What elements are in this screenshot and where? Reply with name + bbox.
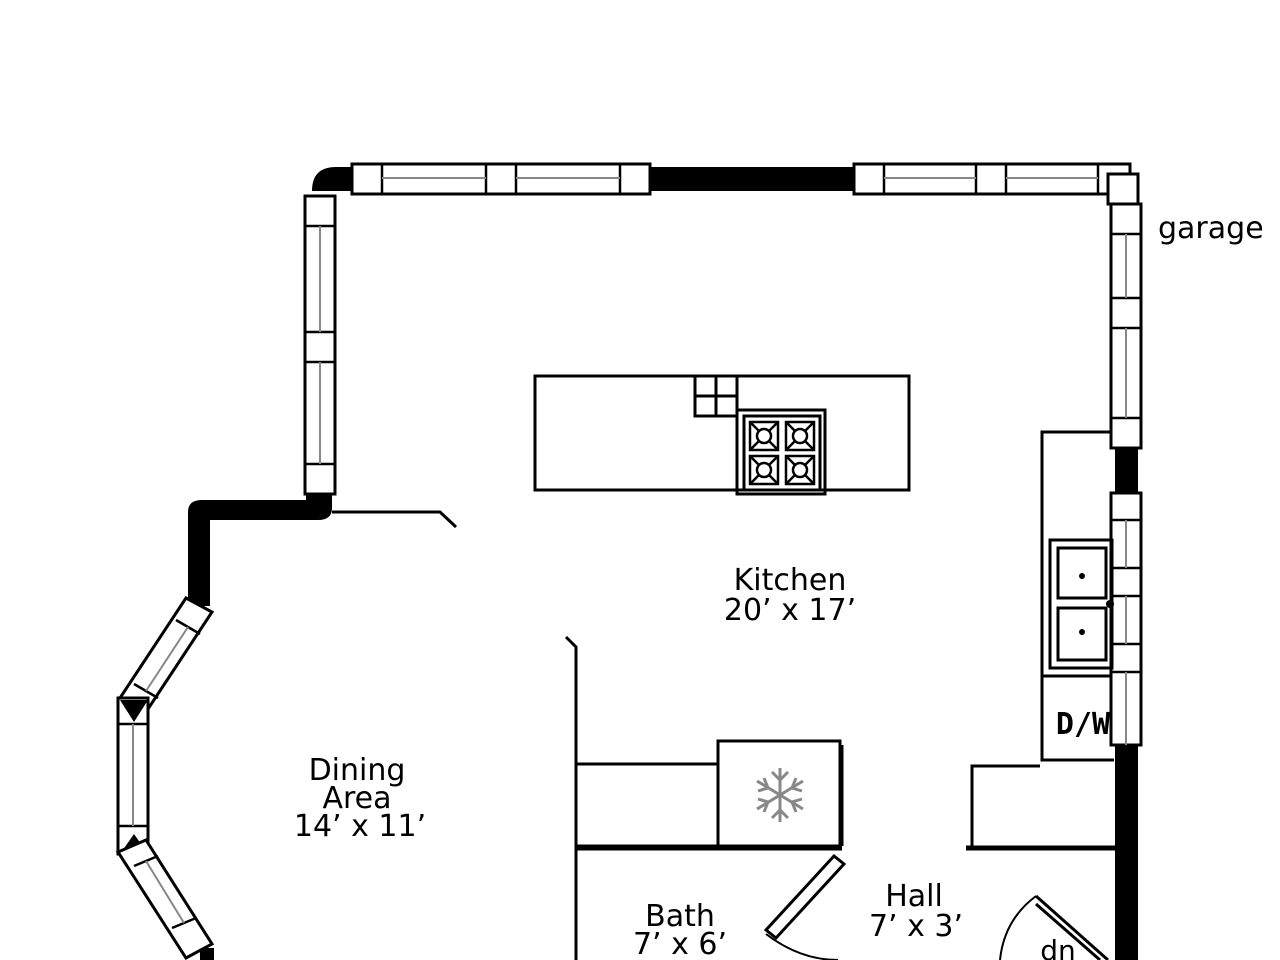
exterior-walls (188, 167, 1138, 960)
window-top-left (350, 162, 652, 196)
windows (115, 162, 1143, 960)
kitchen-size: 20’ x 17’ (724, 593, 856, 628)
window-right-lower (1109, 491, 1143, 747)
dishwasher-label: D/W (1056, 707, 1111, 742)
dining-corner-wall (188, 494, 332, 606)
counter-block (574, 762, 720, 848)
dining-size: 14’ x 11’ (294, 809, 426, 844)
interior-walls (332, 430, 1117, 960)
stair-door (1035, 894, 1109, 960)
counter-right (1040, 430, 1114, 762)
window-top-right (852, 162, 1140, 206)
bath-door (763, 853, 847, 941)
dining-name-line1: Dining (309, 753, 406, 788)
garage-label: garage (1158, 211, 1264, 246)
double-sink-icon (1048, 538, 1114, 670)
stair-door-swing (999, 895, 1037, 960)
bath-name: Bath (645, 899, 715, 934)
window-bay-middle (116, 696, 150, 856)
right-wall-upper (1115, 447, 1138, 493)
window-left-kitchen (303, 194, 337, 496)
top-wall-mid (648, 167, 856, 191)
hall-counter (966, 764, 1040, 850)
dining-name-line2: Area (322, 781, 391, 816)
hall-name: Hall (885, 879, 943, 914)
dining-wall-stub (200, 948, 214, 960)
stairs-down-label: dn (1040, 934, 1076, 960)
hall-size: 7’ x 3’ (869, 909, 963, 944)
top-left-corner (312, 167, 356, 191)
partition-bath-left (564, 635, 578, 960)
bath-size: 7’ x 6’ (633, 927, 727, 960)
snowflake-icon (756, 768, 804, 822)
kitchen-name: Kitchen (734, 563, 847, 598)
window-right-upper (1109, 202, 1143, 450)
right-wall-lower (1115, 745, 1138, 960)
window-bay-lower (115, 838, 215, 960)
partition-top (332, 510, 458, 529)
cooktop-icon (735, 408, 827, 496)
kitchen-island (533, 374, 911, 496)
island-counter (533, 374, 911, 492)
window-bay-upper (117, 596, 215, 714)
bay-corner-upper (120, 700, 148, 722)
